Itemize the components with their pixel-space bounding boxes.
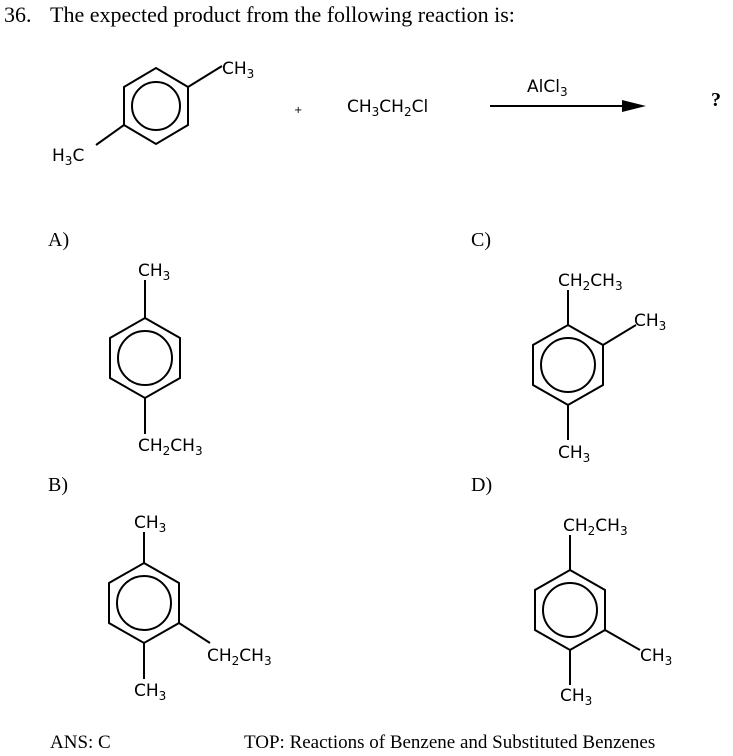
bond	[178, 622, 211, 644]
option-d-structure	[534, 535, 641, 685]
topic-line: TOP: Reactions of Benzene and Substitute…	[244, 732, 656, 753]
ch3-label: CH3	[134, 681, 166, 703]
benzene-ring	[123, 66, 189, 146]
ch2ch3-label: CH2CH3	[207, 646, 272, 668]
aromatic-circle	[540, 337, 596, 393]
bond	[187, 65, 223, 88]
aromatic-circle	[542, 582, 598, 638]
product-unknown: ?	[711, 89, 721, 111]
option-b-label: B)	[48, 474, 68, 496]
aromatic-circle	[116, 575, 172, 631]
ch2ch3-label: CH2CH3	[558, 271, 623, 293]
ch2ch3-label: CH2CH3	[138, 436, 203, 458]
ch2ch3-label: CH2CH3	[563, 516, 628, 538]
ch3-label: CH3	[640, 646, 672, 668]
option-d-label: D)	[471, 474, 493, 496]
aromatic-circle	[131, 81, 181, 131]
ch3-label: CH3	[634, 311, 666, 333]
question-number: 36.	[4, 2, 32, 27]
reactant-p-xylene	[95, 65, 223, 146]
answer-line: ANS: C	[50, 732, 111, 753]
option-c-label: C)	[471, 229, 491, 251]
h3c-label: H3C	[52, 146, 84, 168]
catalyst-alcl3: AlCl3	[527, 77, 568, 99]
ch3-label: CH3	[560, 686, 592, 708]
ch3-label: CH3	[134, 513, 166, 535]
ch3-label: CH3	[222, 59, 254, 81]
bond	[602, 324, 637, 346]
aromatic-circle	[117, 330, 173, 386]
option-a-label: A)	[48, 229, 70, 251]
plus-sign: +	[294, 105, 302, 116]
question-prompt: The expected product from the following …	[50, 2, 515, 27]
ch3-label: CH3	[138, 261, 170, 283]
option-a-structure	[109, 280, 181, 434]
question-text: 36. The expected product from the followi…	[4, 2, 515, 28]
ch3-label: CH3	[558, 443, 590, 465]
option-c-structure	[532, 290, 637, 440]
reaction-arrow	[490, 100, 646, 112]
option-b-structure	[108, 532, 211, 679]
bond	[95, 124, 125, 146]
bond	[604, 629, 641, 651]
reagent-ethyl-chloride: CH3CH2Cl	[347, 97, 428, 119]
